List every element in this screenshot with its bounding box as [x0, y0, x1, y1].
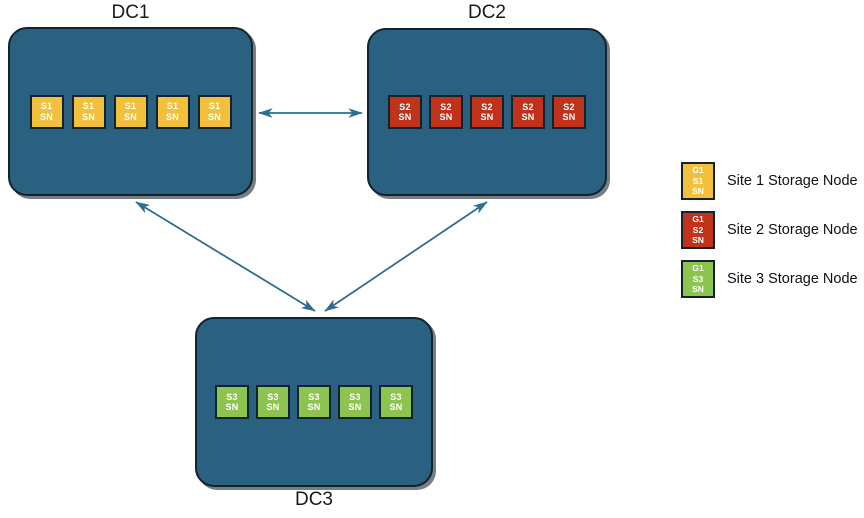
- node-line1: S3: [226, 391, 238, 402]
- storage-node[interactable]: S3 SN: [297, 385, 331, 419]
- node-line1: S1: [166, 101, 179, 112]
- node-line2: SN: [266, 402, 280, 412]
- storage-node[interactable]: S2 SN: [388, 95, 422, 129]
- legend-label: Site 2 Storage Node: [727, 222, 858, 238]
- connector-dc2-dc3: [324, 201, 488, 312]
- storage-node[interactable]: S3 SN: [379, 385, 413, 419]
- legend-item: G1 S1 SN Site 1 Storage Node: [681, 161, 864, 201]
- node-line2: SN: [82, 111, 95, 122]
- storage-node[interactable]: S2 SN: [429, 95, 463, 129]
- legend: G1 S1 SN Site 1 Storage Node G1 S2 SN Si…: [681, 161, 864, 308]
- node-line2: SN: [40, 111, 53, 122]
- storage-node[interactable]: S1 SN: [113, 94, 148, 129]
- node-line1: S2: [399, 101, 411, 112]
- legend-item: G1 S3 SN Site 3 Storage Node: [681, 259, 864, 299]
- node-line1: S3: [267, 391, 279, 402]
- node-line1: S2: [522, 101, 534, 112]
- storage-node[interactable]: S1 SN: [155, 94, 190, 129]
- dc2-node-row: S2 SN S2 SN S2 SN S2 SN S2 SN: [388, 95, 586, 129]
- legend-swatch: G1 S3 SN: [681, 260, 715, 298]
- storage-node[interactable]: S2 SN: [552, 95, 586, 129]
- legend-swatch-line3: SN: [692, 284, 704, 295]
- node-line2: SN: [439, 112, 453, 122]
- legend-swatch-line1: G1: [692, 165, 704, 176]
- node-line2: SN: [225, 402, 239, 412]
- legend-swatch: G1 S2 SN: [681, 211, 715, 249]
- legend-swatch-line1: G1: [692, 214, 704, 225]
- node-line2: SN: [562, 112, 576, 122]
- node-line2: SN: [521, 112, 535, 122]
- node-line2: SN: [398, 112, 412, 122]
- storage-node[interactable]: S2 SN: [470, 95, 504, 129]
- dc1-node-row: S1 SN S1 SN S1 SN S1 SN S1 SN: [29, 94, 232, 129]
- node-line2: SN: [480, 112, 494, 122]
- storage-node[interactable]: S1 SN: [29, 94, 64, 129]
- dc3-label: DC3: [294, 489, 333, 510]
- node-line2: SN: [307, 402, 321, 412]
- storage-node[interactable]: S3 SN: [256, 385, 290, 419]
- node-line1: S2: [563, 101, 575, 112]
- datacenter-dc1[interactable]: S1 SN S1 SN S1 SN S1 SN S1 SN: [8, 27, 253, 196]
- node-line1: S2: [440, 101, 452, 112]
- legend-label: Site 3 Storage Node: [727, 271, 858, 287]
- legend-swatch-line2: S3: [692, 273, 704, 284]
- node-line1: S3: [349, 391, 361, 402]
- legend-swatch-line3: SN: [692, 186, 704, 197]
- node-line1: S3: [308, 391, 320, 402]
- dc1-label: DC1: [111, 2, 150, 23]
- legend-swatch-line2: S1: [692, 175, 704, 186]
- legend-swatch-line3: SN: [692, 235, 704, 246]
- storage-node[interactable]: S1 SN: [197, 94, 232, 129]
- node-line2: SN: [166, 111, 179, 122]
- node-line2: SN: [208, 111, 221, 122]
- storage-node[interactable]: S3 SN: [338, 385, 372, 419]
- storage-node[interactable]: S2 SN: [511, 95, 545, 129]
- storage-node[interactable]: S3 SN: [215, 385, 249, 419]
- node-line2: SN: [124, 111, 137, 122]
- legend-label: Site 1 Storage Node: [727, 173, 858, 189]
- node-line1: S1: [82, 101, 95, 112]
- connector-dc1-dc3: [135, 201, 316, 312]
- node-line1: S1: [208, 101, 221, 112]
- datacenter-dc2[interactable]: S2 SN S2 SN S2 SN S2 SN S2 SN: [367, 28, 607, 196]
- node-line1: S1: [40, 101, 53, 112]
- storage-node[interactable]: S1 SN: [71, 94, 106, 129]
- legend-item: G1 S2 SN Site 2 Storage Node: [681, 210, 864, 250]
- node-line2: SN: [389, 402, 403, 412]
- dc2-label: DC2: [467, 2, 506, 23]
- node-line1: S3: [390, 391, 402, 402]
- legend-swatch-line1: G1: [692, 263, 704, 274]
- node-line1: S1: [124, 101, 137, 112]
- legend-swatch: G1 S1 SN: [681, 162, 715, 200]
- node-line2: SN: [348, 402, 362, 412]
- datacenter-dc3[interactable]: S3 SN S3 SN S3 SN S3 SN S3 SN: [195, 317, 433, 487]
- node-line1: S2: [481, 101, 493, 112]
- legend-swatch-line2: S2: [692, 224, 704, 235]
- dc3-node-row: S3 SN S3 SN S3 SN S3 SN S3 SN: [215, 385, 413, 419]
